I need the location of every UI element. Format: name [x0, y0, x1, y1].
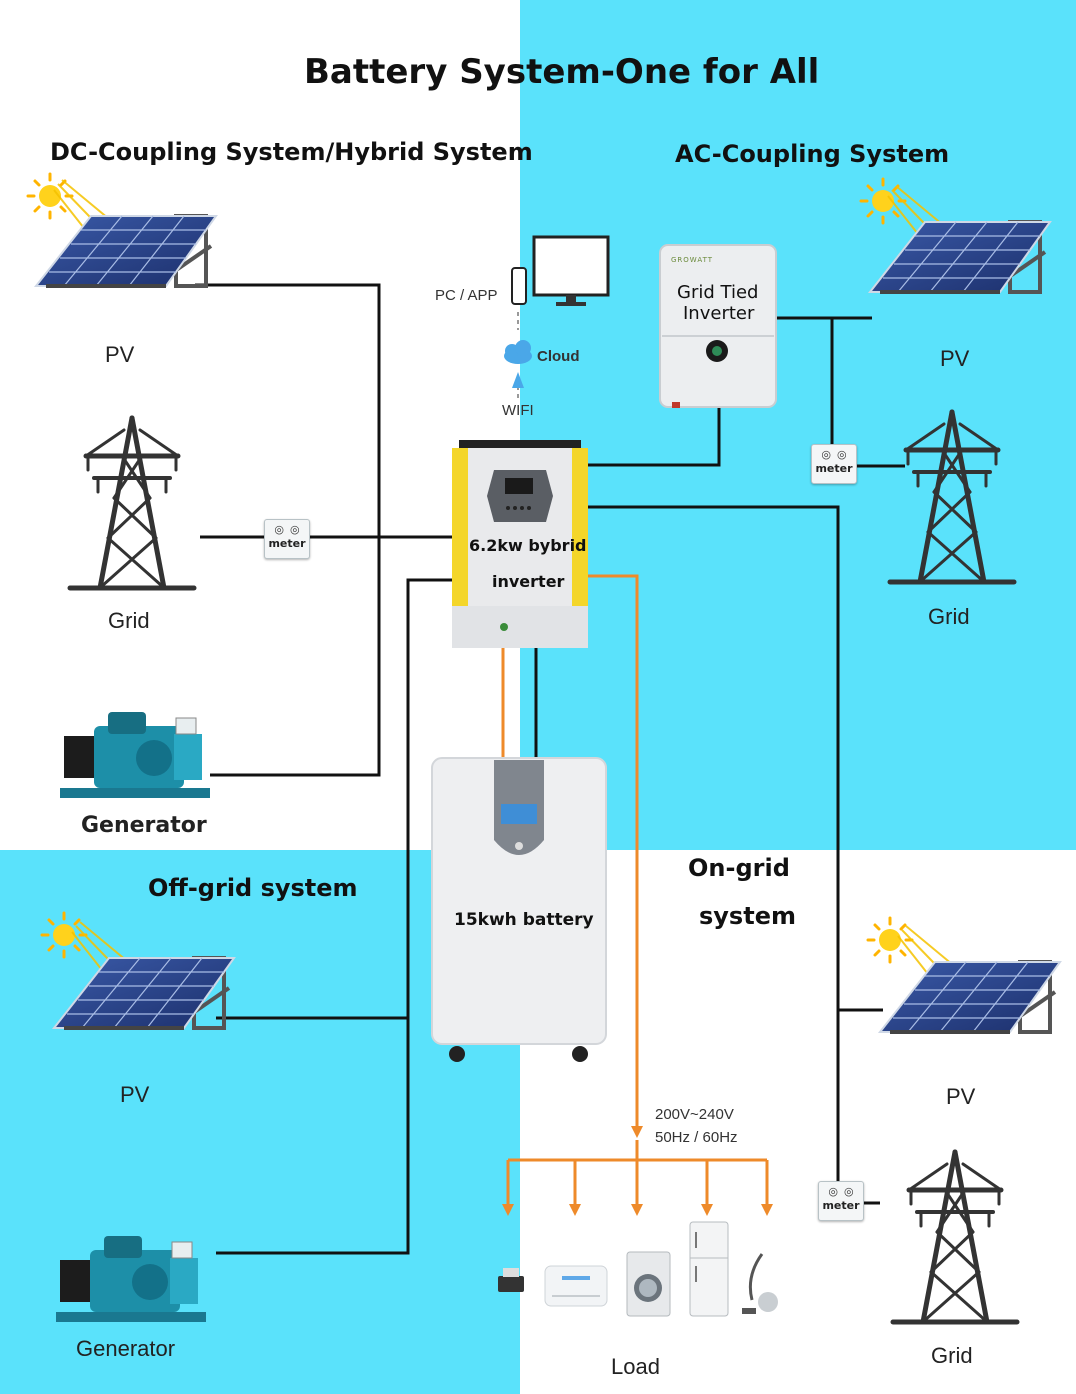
- grid-tied-inverter: [659, 244, 777, 408]
- generator-icon: [59, 711, 211, 799]
- meter-label: meter: [822, 1199, 860, 1212]
- section-offgrid: Off-grid system: [148, 874, 358, 902]
- battery-label: 15kwh battery: [454, 910, 594, 930]
- pc-app-label: PC / APP: [435, 287, 498, 304]
- grid-tied-brand: GROWATT: [671, 256, 714, 264]
- phone-icon: [511, 267, 527, 305]
- hybrid-inverter-label-line2: inverter: [492, 572, 565, 591]
- generator-icon: [55, 1235, 207, 1323]
- section-ongrid-line2: system: [699, 902, 796, 930]
- ac-pv-label: PV: [940, 346, 970, 371]
- solar-panel-icon: [34, 178, 218, 288]
- cloud-icon: [504, 340, 532, 364]
- section-ac-coupling: AC-Coupling System: [675, 140, 950, 168]
- solar-panel-icon: [868, 184, 1052, 294]
- refrigerator-icon: [689, 1221, 729, 1317]
- transmission-tower-icon: [890, 412, 1014, 582]
- meter-label: meter: [268, 537, 306, 550]
- sun-icon: [866, 916, 914, 964]
- hybrid-inverter-label-line1: 6.2kw bybrid: [469, 536, 587, 555]
- offgrid-pv-label: PV: [120, 1082, 150, 1107]
- wifi-icon: [512, 372, 524, 388]
- ongrid-pv-label: PV: [946, 1084, 976, 1109]
- frequency-label: 50Hz / 60Hz: [655, 1129, 738, 1146]
- sun-icon: [26, 172, 74, 220]
- meter-icon: ◎◎ meter: [264, 519, 310, 559]
- grid-tied-label-line2: Inverter: [683, 303, 755, 324]
- page-title: Battery System-One for All: [304, 52, 820, 92]
- monitor-icon: [532, 235, 610, 306]
- solar-panel-icon: [52, 920, 236, 1030]
- ac-grid-label: Grid: [928, 604, 970, 629]
- voltage-label: 200V~240V: [655, 1106, 734, 1123]
- load-label: Load: [611, 1354, 660, 1379]
- cloud-label: Cloud: [537, 348, 580, 365]
- dc-pv-label: PV: [105, 342, 135, 367]
- offgrid-generator-label: Generator: [76, 1336, 176, 1361]
- ongrid-grid-label: Grid: [931, 1343, 973, 1368]
- sun-icon: [40, 911, 88, 959]
- meter-icon: ◎◎ meter: [818, 1181, 864, 1221]
- grid-tied-label-line1: Grid Tied: [677, 282, 759, 303]
- wire-ac-inverter: [588, 408, 721, 467]
- wifi-label: WIFI: [502, 402, 534, 419]
- air-conditioner-icon: [544, 1265, 608, 1307]
- printer-icon: [498, 1268, 524, 1292]
- section-ongrid-line1: On-grid: [688, 854, 790, 882]
- wire-load-main: [588, 574, 639, 1130]
- wire-dc-pv: [195, 283, 381, 777]
- wire-offgrid-bus: [216, 578, 454, 1255]
- ac-coupling-background: [520, 0, 1076, 850]
- vacuum-cleaner-icon: [742, 1253, 778, 1314]
- washing-machine-icon: [626, 1251, 671, 1317]
- transmission-tower-icon: [70, 418, 194, 588]
- dc-grid-label: Grid: [108, 608, 150, 633]
- sun-icon: [859, 177, 907, 225]
- section-dc-coupling: DC-Coupling System/Hybrid System: [50, 138, 533, 166]
- dc-generator-label: Generator: [81, 813, 207, 838]
- battery-unit: [431, 757, 607, 1062]
- meter-icon: ◎◎ meter: [811, 444, 857, 484]
- solar-panel-icon: [878, 924, 1062, 1034]
- transmission-tower-icon: [893, 1152, 1017, 1322]
- hybrid-inverter: [452, 440, 588, 648]
- meter-label: meter: [815, 462, 853, 475]
